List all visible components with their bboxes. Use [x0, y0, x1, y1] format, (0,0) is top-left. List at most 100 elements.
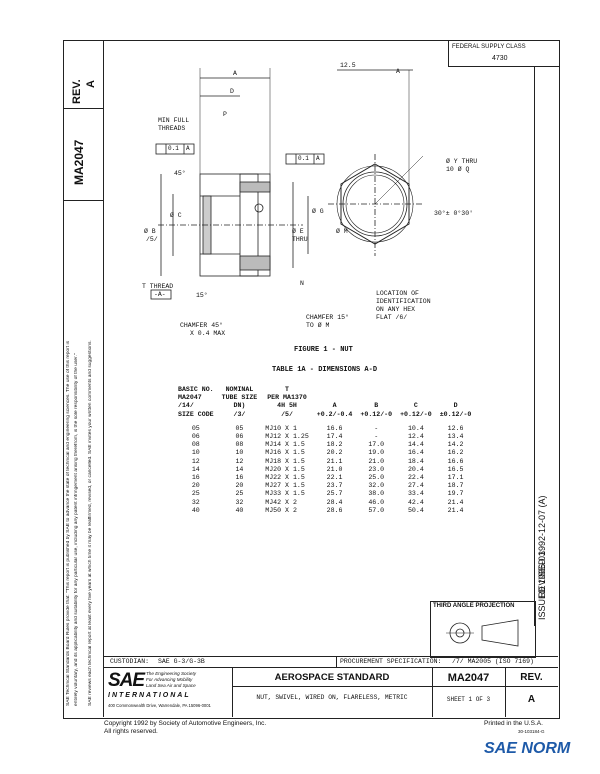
table-cell: 42.4	[407, 498, 424, 506]
table-header-row: SIZE CODE/3//5/+0.2/-0.4+0.12/-0+0.12/-0…	[174, 411, 475, 419]
custodian-row	[103, 656, 558, 668]
table-header-cell: +0.12/-0	[360, 410, 393, 418]
label-chamfer15-1: CHAMFER 15°	[306, 314, 349, 321]
label-tol2: 0.1	[298, 155, 309, 162]
table-cell: 16.6	[326, 424, 343, 432]
table-cell: MJ18 X 1.5	[265, 457, 305, 465]
table-header-cell	[313, 386, 357, 394]
rights: All rights reserved.	[104, 728, 158, 735]
label-tol1-ref: A	[186, 145, 190, 152]
table-cell: 18.4	[407, 457, 424, 465]
label-datum-a: -A-	[154, 291, 166, 298]
copyright: Copyright 1992 by Society of Automotive …	[104, 720, 267, 727]
label-threads: THREADS	[158, 125, 186, 132]
label-hex-a: A	[396, 68, 400, 75]
label-location-2: IDENTIFICATION	[376, 298, 431, 305]
table-cell: 46.0	[368, 498, 385, 506]
table-cell: 05	[191, 424, 200, 432]
table-cell: 08	[191, 441, 200, 449]
projection-symbol	[446, 619, 519, 647]
title-rev-value: A	[527, 694, 536, 705]
table-cell: 10.4	[407, 424, 424, 432]
figure-caption: FIGURE 1 - NUT	[294, 346, 353, 354]
table-cell: 06	[235, 433, 244, 441]
drawing-frame	[63, 40, 560, 719]
federal-supply-class-value: 4730	[492, 55, 508, 62]
sae-tagline-3: Land Sea Air and Space	[146, 683, 196, 688]
federal-supply-class-label: FEDERAL SUPPLY CLASS	[452, 44, 526, 50]
sae-logo: SAE	[108, 670, 145, 691]
table-cell: 23.0	[368, 465, 385, 473]
table-cell: MJ16 X 1.5	[265, 449, 305, 457]
table-cell: 32	[235, 498, 244, 506]
label-dia-g: Ø G	[312, 208, 324, 215]
label-location-1: LOCATION OF	[376, 290, 419, 297]
hex-view	[328, 69, 424, 256]
table-header-cell: D	[453, 402, 458, 410]
table-cell: -	[374, 433, 379, 441]
doc-number-vertical: MA2047	[72, 139, 86, 185]
table-cell: 16	[191, 474, 200, 482]
disclaimer-line-3: SAE reviews each technical report at lea…	[88, 340, 93, 706]
table-cell: MJ20 X 1.5	[265, 465, 305, 473]
table-cell: 22.1	[326, 474, 343, 482]
collar-hatch-bottom	[239, 255, 271, 271]
table-cell: -	[374, 424, 379, 432]
left-strip	[63, 40, 104, 717]
table-title: TABLE 1A - DIMENSIONS A-D	[272, 366, 378, 374]
sae-address: 400 Commonwealth Drive, Warrendale, PA 1…	[108, 703, 211, 708]
table-cell: MJ22 X 1.5	[265, 474, 305, 482]
table-cell: 27.4	[407, 482, 424, 490]
table-cell: 21.0	[326, 465, 343, 473]
table-cell: 28.4	[326, 498, 343, 506]
table-cell: MJ33 X 1.5	[265, 490, 305, 498]
leader-y	[374, 155, 424, 205]
table-header-cell	[436, 386, 476, 394]
federal-supply-class-box	[448, 40, 559, 67]
tolerance-box-2	[285, 153, 325, 165]
table-cell: 16.6	[447, 457, 464, 465]
title-block-hline	[232, 686, 558, 687]
table-cell: 32.0	[368, 482, 385, 490]
custodian-value: SAE G-3/G-3B	[158, 658, 205, 665]
title-rev-label: REV.	[520, 672, 543, 683]
table-header-cell	[356, 386, 396, 394]
table-cell: 32	[191, 498, 200, 506]
brand-text: SAE NORM	[484, 740, 571, 757]
table-header-cell: /3/	[233, 410, 246, 418]
label-angle-30: 30°± 0°30'	[434, 210, 474, 217]
right-margin-line	[534, 66, 535, 626]
label-dia-b: Ø B	[144, 228, 156, 235]
table-cell: 14.4	[407, 441, 424, 449]
rev-value-vertical: A	[85, 80, 97, 88]
wire-hole	[254, 203, 264, 213]
table-cell: 23.7	[326, 482, 343, 490]
table-header-cell: BASIC NO.	[178, 386, 214, 393]
printed-in: Printed in the U.S.A.	[484, 720, 543, 727]
table-cell: 19.7	[447, 490, 464, 498]
table-cell: 08	[235, 441, 244, 449]
issued-date: ISSUED 1986-03	[537, 550, 547, 620]
table-cell: 40	[191, 506, 200, 514]
sae-international: INTERNATIONAL	[108, 692, 191, 699]
table-cell: 21.1	[326, 457, 343, 465]
left-strip-divider-2	[63, 200, 103, 201]
table-header-cell: PER MA1370	[267, 394, 307, 402]
table-cell: 14.2	[447, 441, 464, 449]
table-header-cell: ±0.12/-0	[439, 410, 472, 418]
title-doc-number: MA2047	[447, 672, 490, 684]
label-location-4: FLAT /6/	[376, 314, 408, 321]
table-cell: 21.0	[368, 457, 385, 465]
label-dia-c: Ø C	[170, 212, 182, 219]
left-strip-divider	[63, 108, 103, 109]
table-cell: 25	[191, 490, 200, 498]
custodian-label: CUSTODIAN:	[110, 658, 150, 665]
brand-logo: SAE NORM	[484, 740, 570, 758]
sae-tagline-1: The Engineering Society	[146, 671, 197, 676]
